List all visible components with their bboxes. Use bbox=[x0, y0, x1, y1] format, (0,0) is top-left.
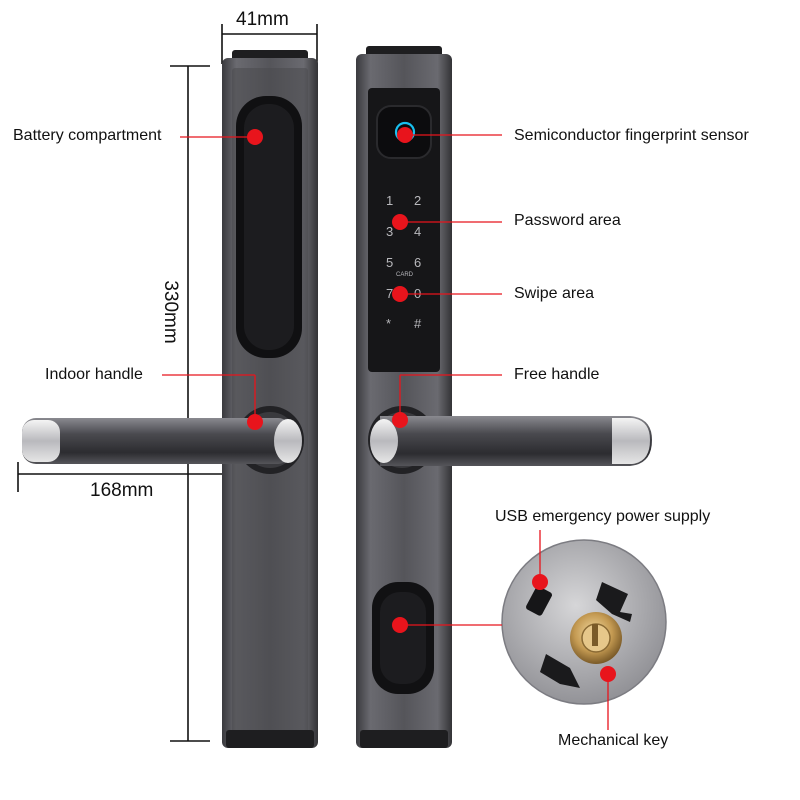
keypad-key: 4 bbox=[414, 224, 421, 239]
indoor-handle bbox=[22, 406, 304, 474]
keypad-key: 6 bbox=[414, 255, 421, 270]
key-detail-disc bbox=[501, 539, 667, 705]
label-swipe-area: Swipe area bbox=[514, 285, 595, 302]
callout-lines bbox=[162, 134, 609, 730]
label-indoor-handle: Indoor handle bbox=[45, 366, 143, 383]
card-mark: CARD bbox=[396, 272, 414, 278]
handle-length-dimension: 168mm bbox=[90, 480, 154, 501]
keypad-key: # bbox=[414, 316, 422, 331]
free-handle bbox=[368, 406, 652, 474]
label-usb-power: USB emergency power supply bbox=[495, 508, 711, 525]
indoor-lock-body bbox=[222, 50, 318, 748]
keypad-key: * bbox=[386, 316, 391, 331]
keypad-key: 5 bbox=[386, 255, 393, 270]
label-fingerprint-sensor: Semiconductor fingerprint sensor bbox=[514, 127, 749, 144]
outdoor-lock-body bbox=[356, 46, 452, 748]
label-free-handle: Free handle bbox=[514, 366, 600, 383]
width-dimension: 41mm bbox=[236, 9, 289, 30]
height-dimension: 330mm bbox=[160, 280, 181, 344]
label-mechanical-key: Mechanical key bbox=[558, 732, 669, 749]
keypad-key: 1 bbox=[386, 193, 393, 208]
keypad-key: 7 bbox=[386, 286, 393, 301]
label-battery-compartment: Battery compartment bbox=[13, 127, 162, 144]
callout-markers bbox=[247, 127, 616, 682]
label-password-area: Password area bbox=[514, 212, 621, 229]
keypad-key: 2 bbox=[414, 193, 421, 208]
keypad-key: 3 bbox=[386, 224, 393, 239]
